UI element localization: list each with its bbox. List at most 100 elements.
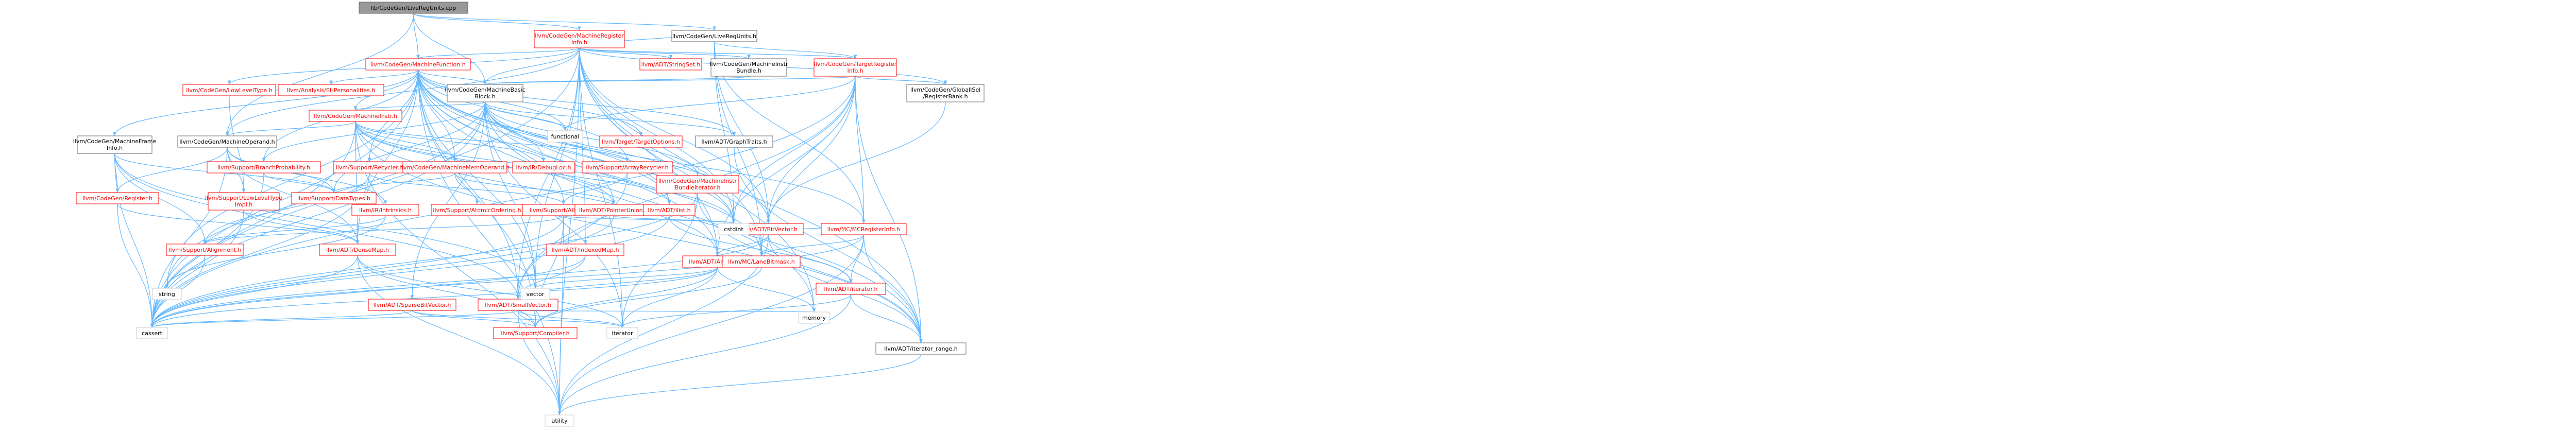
graph-node-label: llvm/Support/BranchProbability.h [217,164,310,171]
graph-node-root[interactable]: lib/CodeGen/LiveRegUnits.cpp [359,2,468,14]
graph-node-box [166,244,244,256]
graph-node-llt[interactable]: llvm/CodeGen/LowLevelType.h [182,84,276,96]
dependency-edge [863,234,923,343]
graph-node-box [643,204,696,216]
graph-node-label: llvm/CodeGen/MachineInstr [709,61,788,67]
dependency-edge [416,47,580,59]
dependency-edge [620,294,852,328]
dependency-edge [417,70,537,289]
graph-node-label: llvm/Target/TargetOptions.h [602,138,680,145]
graph-node-label: llvm/CodeGen/TargetRegister [814,61,897,67]
graph-node-atomic[interactable]: llvm/Support/AtomicOrdering.h [431,204,523,216]
graph-node-datatypes[interactable]: llvm/Support/DataTypes.h [291,192,377,204]
dependency-edge [150,210,244,328]
dependency-edge [150,234,769,328]
graph-node-box [136,327,168,339]
dependency-edge [357,255,537,328]
dependency-edge [115,147,228,193]
graph-node-label: llvm/CodeGen/MachineInstr [658,178,737,184]
dependency-edge [533,267,718,289]
graph-node-iterator[interactable]: llvm/ADT/iterator.h [816,283,886,295]
graph-node-ilist[interactable]: llvm/ADT/ilist.h [643,204,696,216]
graph-node-label: llvm/ADT/BitVector.h [739,226,798,233]
graph-node-mi[interactable]: llvm/CodeGen/MachineInstr.h [309,110,402,122]
dependency-edge [734,147,923,343]
dependency-edge [225,13,414,136]
dependency-edge [412,310,537,328]
graph-node-label: llvm/ADT/GraphTraits.h [701,138,767,145]
graph-node-mo[interactable]: llvm/CodeGen/MachineOperand.h [177,135,277,148]
graph-node-bp[interactable]: llvm/Support/BranchProbability.h [207,161,321,173]
dependency-edge [579,47,673,59]
dependency-edge [620,193,698,328]
graph-node-box [639,58,702,71]
graph-node-label: llvm/ADT/PointerUnion.h [579,207,648,214]
graph-node-arecycler[interactable]: llvm/Support/ArrayRecycler.h [582,161,673,173]
graph-node-box [291,192,377,204]
graph-node-register[interactable]: llvm/CodeGen/Register.h [76,192,159,204]
graph-node-mcregi[interactable]: llvm/MC/MCRegisterInfo.h [821,223,907,235]
dependency-edge [114,153,207,245]
dependency-edge [417,70,562,415]
graph-node-itrange[interactable]: llvm/ADT/iterator_range.h [875,342,967,355]
dependency-edge [355,121,629,162]
dependency-edge [557,234,865,415]
dependency-edge [150,215,614,328]
dependency-edge [150,234,865,328]
graph-node-lanebitmask[interactable]: llvm/MC/LaneBitmask.h [722,255,801,268]
graph-node-mmo[interactable]: llvm/CodeGen/MachineMemOperand.h [400,161,510,173]
dependency-edge [417,70,616,205]
graph-node-debugloc[interactable]: llvm/IR/DebugLoc.h [512,161,575,173]
graph-node-densemap[interactable]: llvm/ADT/DenseMap.h [319,244,396,256]
graph-node-box [718,223,750,235]
dependency-edge [165,255,206,289]
graph-node-sparsebv[interactable]: llvm/ADT/SparseBitVector.h [368,299,456,311]
dependency-edge [355,121,562,415]
graph-node-functional: functional [547,130,583,143]
dependency-edge [114,153,520,300]
graph-node-pu[interactable]: llvm/ADT/PointerUnion.h [574,204,653,216]
graph-node-label: cstdint [724,226,743,233]
dependency-edge [113,70,419,136]
graph-node-mibi[interactable]: llvm/CodeGen/MachineInstrBundleIterator.… [656,175,739,194]
graph-node-mf[interactable]: llvm/CodeGen/MachineFunction.h [365,58,471,71]
dependency-edge [203,215,564,245]
graph-node-bitvector[interactable]: llvm/ADT/BitVector.h [733,223,804,235]
graph-node-lru[interactable]: llvm/CodeGen/LiveRegUnits.h [671,30,757,42]
dependency-edge [562,172,628,205]
graph-node-label: llvm/Support/Recycler.h [336,164,403,171]
dependency-edge [579,47,751,59]
dependency-edge [579,47,857,59]
graph-node-girb[interactable]: llvm/CodeGen/GlobalISel/RegisterBank.h [906,84,985,102]
dependency-edge [413,13,581,31]
graph-node-compiler[interactable]: llvm/Support/Compiler.h [493,327,578,339]
dependency-edge [117,203,154,328]
graph-node-label: Block.h [474,93,495,100]
graph-node-stringset[interactable]: llvm/ADT/StringSet.h [639,58,702,71]
graph-node-tto[interactable]: llvm/Target/TargetOptions.h [599,135,683,148]
graph-node-box [534,30,625,48]
graph-node-label: llvm/CodeGen/GlobalISel [910,86,980,93]
node-layer: lib/CodeGen/LiveRegUnits.cpp llvm/CodeGen… [73,2,985,427]
graph-node-smallvector[interactable]: llvm/ADT/SmallVector.h [478,299,558,311]
dependency-edge [454,172,479,205]
graph-node-box [278,84,384,96]
graph-node-label: functional [551,133,580,140]
graph-node-recycler[interactable]: llvm/Support/Recycler.h [333,161,406,173]
dependency-edge [850,294,923,343]
graph-node-graphtraits[interactable]: llvm/ADT/GraphTraits.h [695,135,773,148]
graph-node-ehp[interactable]: llvm/Analysis/EHPersonalities.h [278,84,384,96]
graph-node-indexedmap[interactable]: llvm/ADT/IndexedMap.h [546,244,624,256]
graph-node-intrinsics[interactable]: llvm/IR/Intrinsics.h [351,204,419,216]
dependency-edge [150,70,419,328]
dependency-edge [517,307,815,313]
dependency-edge [413,13,716,31]
graph-node-alignment[interactable]: llvm/Support/Alignment.h [166,244,244,256]
graph-node-label: cassert [142,330,163,337]
